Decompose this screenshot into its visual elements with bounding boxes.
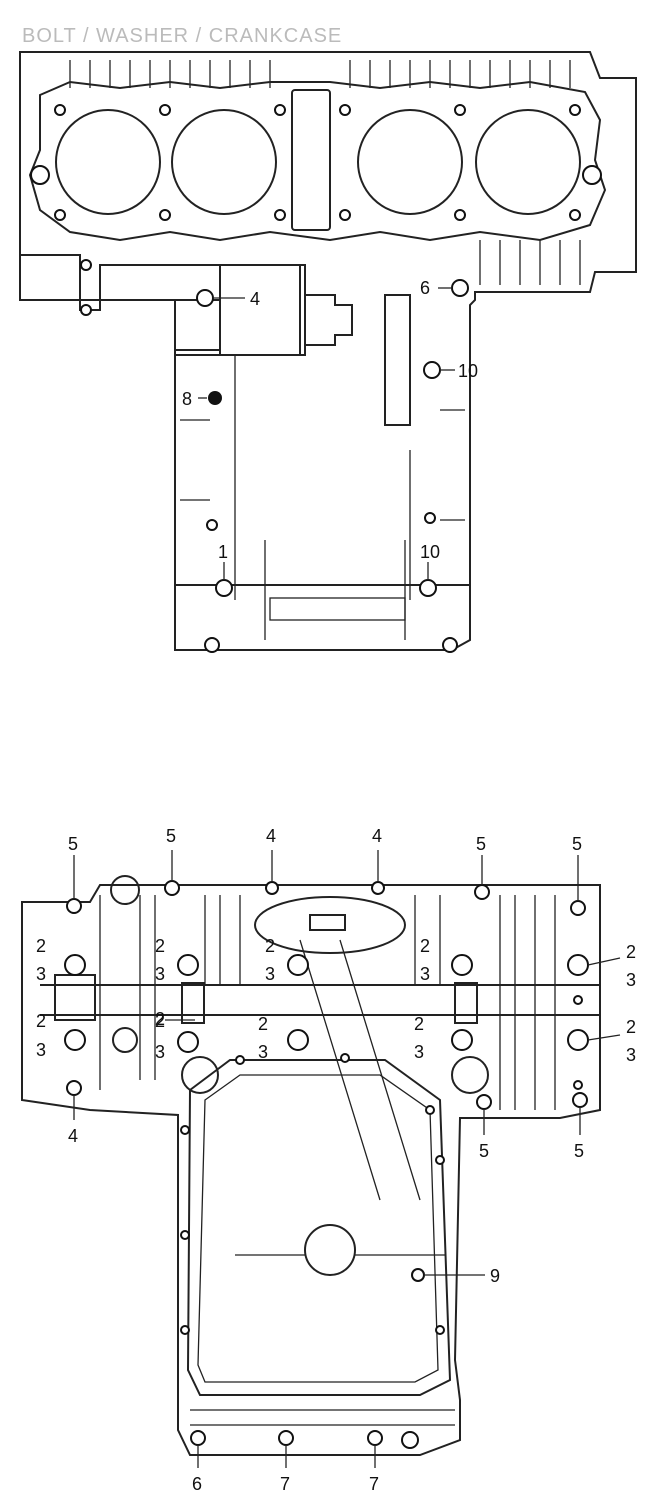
label-bolt: 6 xyxy=(420,278,430,298)
label-bolt: 9 xyxy=(490,1266,500,1286)
label-bolt: 2 xyxy=(36,1011,46,1031)
label-washer: 3 xyxy=(626,1045,636,1065)
header-text: BOLT / WASHER / CRANKCASE xyxy=(22,25,342,47)
lower-crankcase xyxy=(21,850,621,1468)
label-washer: 3 xyxy=(155,964,165,984)
label-bolt: 1 xyxy=(218,542,228,562)
label-washer: 3 xyxy=(36,964,46,984)
label-bolt: 5 xyxy=(166,826,176,846)
label-bolt: 10 xyxy=(458,361,478,381)
upper-crankcase xyxy=(19,51,637,653)
label-bolt: 2 xyxy=(265,936,275,956)
label-bolt: 6 xyxy=(192,1474,202,1494)
label-washer: 3 xyxy=(626,970,636,990)
label-washer: 3 xyxy=(420,964,430,984)
label-bolt: 5 xyxy=(68,834,78,854)
label-washer: 3 xyxy=(36,1040,46,1060)
lower-labels: 5 5 4 4 5 5 2 3 2 3 2 3 2 3 2 3 2 3 2 3 … xyxy=(36,826,636,1494)
label-bolt: 5 xyxy=(479,1141,489,1161)
label-bolt: 2 xyxy=(36,936,46,956)
label-bolt: 5 xyxy=(476,834,486,854)
label-bolt: 7 xyxy=(280,1474,290,1494)
label-bolt: 5 xyxy=(574,1141,584,1161)
label-bolt: 2 xyxy=(155,1011,165,1031)
label-bolt: 4 xyxy=(250,289,260,309)
label-bolt: 5 xyxy=(572,834,582,854)
label-washer: 3 xyxy=(265,964,275,984)
label-bolt: 2 xyxy=(155,936,165,956)
label-bolt: 8 xyxy=(182,389,192,409)
label-washer: 3 xyxy=(155,1042,165,1062)
label-bolt: 2 xyxy=(626,1017,636,1037)
label-washer: 3 xyxy=(258,1042,268,1062)
label-bolt: 4 xyxy=(266,826,276,846)
label-washer: 3 xyxy=(414,1042,424,1062)
label-bolt: 10 xyxy=(420,542,440,562)
label-bolt: 2 xyxy=(414,1014,424,1034)
label-bolt: 4 xyxy=(68,1126,78,1146)
label-bolt: 2 xyxy=(420,936,430,956)
label-bolt: 7 xyxy=(369,1474,379,1494)
label-bolt: 2 xyxy=(626,942,636,962)
label-bolt: 2 xyxy=(258,1014,268,1034)
label-bolt: 4 xyxy=(372,826,382,846)
label-bolt: 2 xyxy=(155,1009,165,1029)
